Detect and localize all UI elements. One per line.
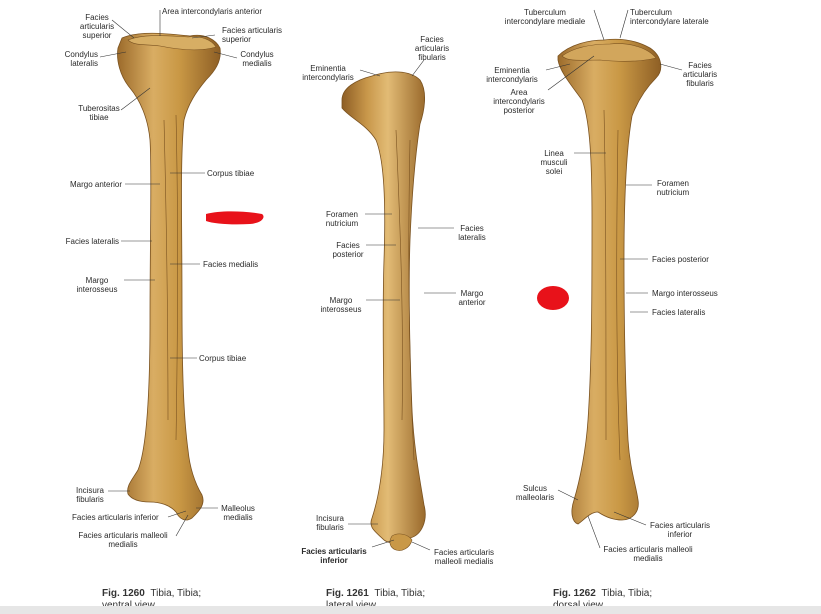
label-facies-articularis-fibularis-1262: Facies articularis fibularis [682,61,718,88]
label-facies-articularis-fibularis-1261: Facies articularis fibularis [414,35,450,62]
label-facies-articularis-inferior-1261: Facies articularis inferior [301,547,367,565]
label-area-intercondylaris-posterior: Area intercondylaris posterior [493,88,545,115]
label-corpus-tibiae-lower: Corpus tibiae [199,354,247,363]
label-facies-lateralis-1262: Facies lateralis [652,308,706,317]
label-tuberculum-intercondylare-laterale: Tuberculum intercondylare laterale [630,8,709,26]
label-foramen-nutricium-1262: Foramen nutricium [656,179,690,197]
label-facies-articularis-inferior-1260: Facies articularis inferior [72,513,159,522]
bottom-scroll-edge [0,606,821,614]
label-facies-articularis-inferior-1262: Facies articularis inferior [649,521,710,539]
label-corpus-tibiae-upper: Corpus tibiae [207,169,255,178]
label-facies-articularis-malleoli-medialis-1260: Facies articularis malleoli medialis [78,531,168,549]
label-linea-musculi-solei: Linea musculi solei [540,149,568,176]
label-tuberositas-tibiae: Tuberositas tibiae [78,104,120,122]
caption-text: Tibia, Tibia; [374,588,426,599]
label-facies-lateralis-1260: Facies lateralis [65,237,119,246]
caption-number: Fig. 1261 [326,588,369,599]
label-facies-articularis-superior-right: Facies articularis superior [222,26,283,44]
label-sulcus-malleolaris: Sulcus malleolaris [515,484,555,502]
label-area-intercondylaris-anterior: Area intercondylaris anterior [162,7,263,16]
label-foramen-nutricium-1261: Foramen nutricium [325,210,359,228]
caption-number: Fig. 1260 [102,588,145,599]
tibia-ventral-bone [117,32,221,521]
label-eminentia-intercondylaris-1262: Eminentia intercondylaris [486,66,538,84]
label-tuberculum-intercondylare-mediale: Tuberculum intercondylare mediale [504,8,586,26]
redaction-mark-2 [537,286,569,310]
leader-lines [99,9,683,551]
caption-fig-1262: Fig. 1262 Tibia, Tibia; dorsal view. [553,588,652,612]
label-incisura-fibularis-1261: Incisura fibularis [315,514,344,532]
label-margo-anterior-1261: Margo anterior [458,289,486,307]
label-eminentia-intercondylaris-1261: Eminentia intercondylaris [302,64,354,82]
redaction-mark-1 [206,211,264,225]
label-margo-interosseus-1260: Margo interosseus [76,276,118,294]
tibia-lateral-bone [341,71,426,551]
label-facies-posterior-1262: Facies posterior [652,255,709,264]
label-condylus-medialis: Condylus medialis [240,50,274,68]
caption-view: lateral view. [326,600,378,611]
label-margo-interosseus-1261: Margo interosseus [320,296,362,314]
label-facies-articularis-superior-left: Facies articularis superior [79,13,115,40]
caption-view: ventral view. [102,600,157,611]
label-condylus-lateralis: Condylus lateralis [64,50,98,68]
caption-text: Tibia, Tibia; [601,588,653,599]
label-facies-articularis-malleoli-medialis-1262: Facies articularis malleoli medialis [603,545,693,563]
caption-fig-1261: Fig. 1261 Tibia, Tibia; lateral view. [326,588,425,612]
caption-number: Fig. 1262 [553,588,596,599]
label-facies-articularis-malleoli-medialis-1261: Facies articularis malleoli medialis [433,548,494,566]
caption-view: dorsal view. [553,600,605,611]
label-malleolus-medialis: Malleolus medialis [221,504,255,522]
tibia-dorsal-bone [557,38,662,525]
label-margo-interosseus-1262: Margo interosseus [652,289,718,298]
label-incisura-fibularis-1260: Incisura fibularis [75,486,104,504]
label-facies-posterior-1261: Facies posterior [332,241,364,259]
label-facies-medialis-1260: Facies medialis [203,260,259,269]
caption-text: Tibia, Tibia; [150,588,202,599]
caption-fig-1260: Fig. 1260 Tibia, Tibia; ventral view. [102,588,201,612]
label-margo-anterior-1260: Margo anterior [69,180,122,189]
label-facies-lateralis-1261: Facies lateralis [458,224,486,242]
